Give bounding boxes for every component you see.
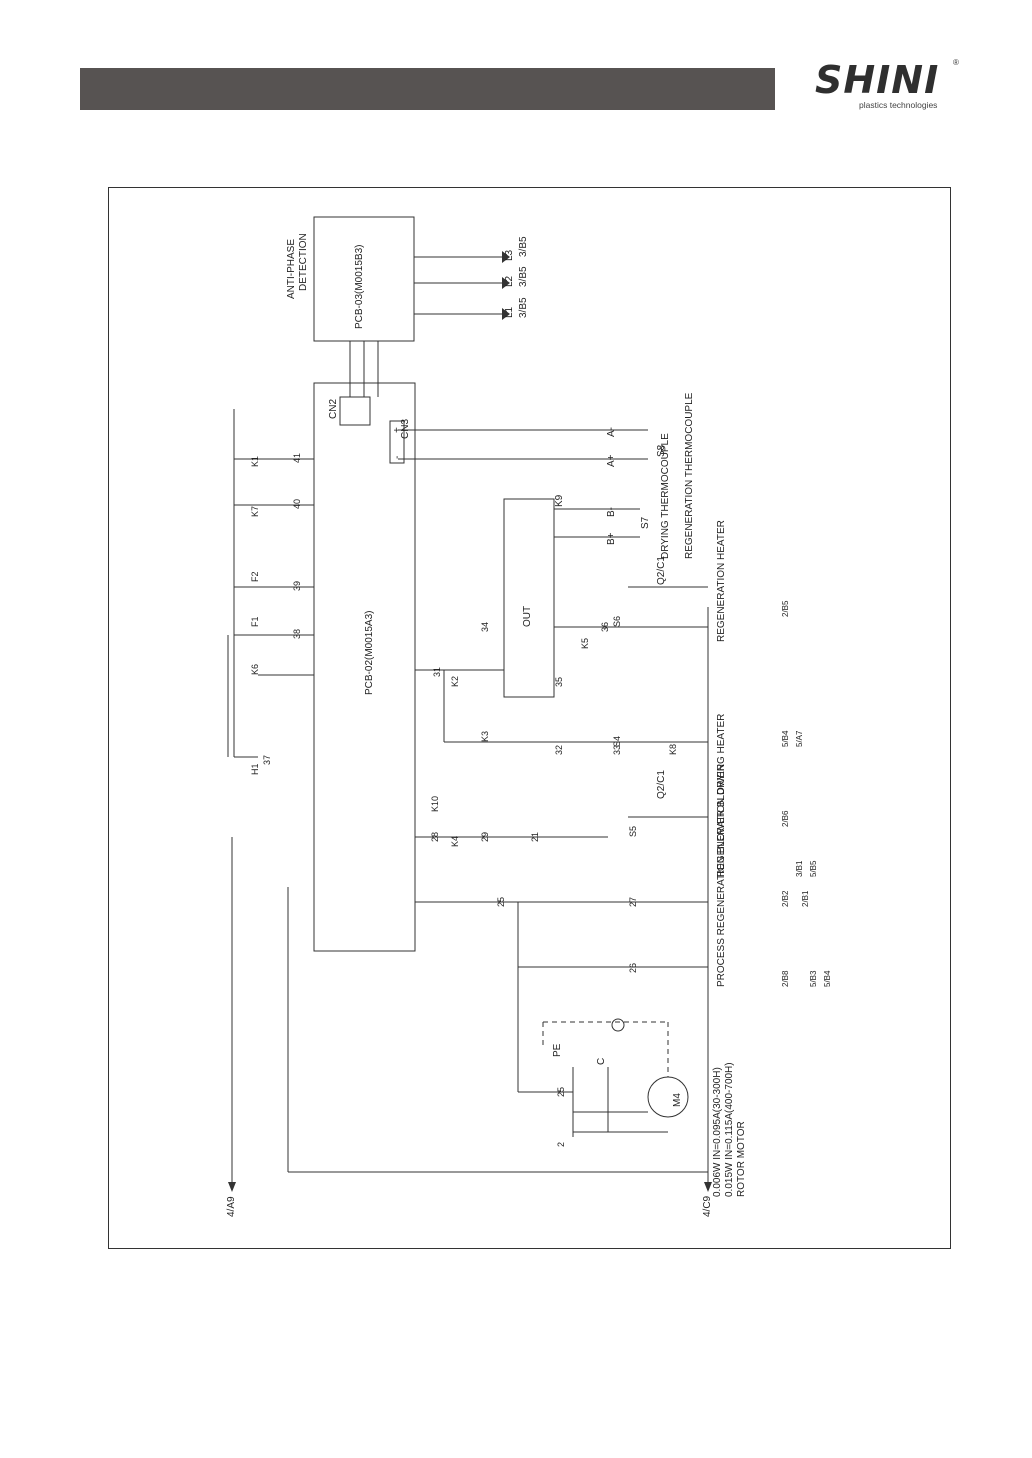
wire-40: 40 — [292, 499, 302, 509]
wire-27: 27 — [628, 897, 638, 907]
wire-34: 34 — [480, 622, 490, 632]
wire-36: 36 — [600, 622, 610, 632]
wire-26: 26 — [628, 963, 638, 973]
comp-k6: K6 — [250, 664, 260, 675]
comp-s4: S4 — [612, 736, 622, 747]
wire-25b: 25 — [556, 1087, 566, 1097]
comp-f1: F1 — [250, 616, 260, 627]
comp-h1: H1 — [250, 763, 260, 775]
comp-k5: K5 — [580, 638, 590, 649]
process-blower-label: PROCESS REGENERATION BLOWER BLOWER — [716, 764, 727, 987]
wire-35: 35 — [554, 677, 564, 687]
cn2-connector — [339, 396, 371, 426]
registered-mark: ® — [953, 58, 959, 67]
motor-spec-2: 0.015W IN=0.115A(400-700H) — [724, 1062, 735, 1197]
k9-label: K9 — [554, 494, 565, 507]
wire-33: 33 — [612, 745, 622, 755]
drying-thermocouple-label: DRYING THERMOCOUPLE — [660, 433, 671, 559]
wire-31: 31 — [432, 667, 442, 677]
contact-ref-1: 2/B8 — [781, 970, 790, 987]
tc-b-minus: B- — [606, 507, 617, 517]
comp-k3: K3 — [480, 731, 490, 742]
motor-spec-3: ROTOR MOTOR — [736, 1121, 747, 1197]
contact-ref-6: 5/B4 — [781, 730, 790, 747]
offpage-left: 4/A9 — [226, 1196, 237, 1217]
cn2-label: CN2 — [328, 399, 339, 419]
regeneration-heater-label: REGENERATION HEATER — [716, 520, 727, 642]
phase-l1: L1 — [504, 306, 515, 318]
s7-label: S7 — [640, 516, 651, 529]
contact-ref-3: 2/B1 — [801, 890, 810, 907]
contact-ref-8: 3/B1 — [795, 860, 804, 877]
phase-l3: L3 — [504, 249, 515, 261]
phase-l2: L2 — [504, 275, 515, 287]
regeneration-thermocouple-label: REGENERATION THERMOCOUPLE — [684, 392, 695, 559]
motor-spec-1: 0.006W IN=0.095A(30-300H) — [712, 1067, 723, 1197]
comp-k1: K1 — [250, 456, 260, 467]
wire-29: 29 — [480, 832, 490, 842]
pcb02-label: PCB-02(M0015A3) — [364, 611, 375, 695]
wiring-schematic: ANTI-PHASE DETECTION PCB-03(M0015B3) PCB… — [226, 216, 832, 1217]
wire-25: 25 — [496, 897, 506, 907]
offpage-right: 4/C9 — [702, 1195, 713, 1217]
wire-39: 39 — [292, 581, 302, 591]
regeneration-drying-heater-label: REGENERATION DRYING HEATER — [716, 714, 727, 877]
q2c1-label-b: Q2/C1 — [656, 770, 667, 799]
q2c1-label-a: Q2/C1 — [656, 556, 667, 585]
tc-a-minus: A- — [606, 427, 617, 437]
wire-41: 41 — [292, 453, 302, 463]
logo-tagline: plastics technologies — [859, 100, 938, 110]
wire-28: 28 — [430, 832, 440, 842]
contact-ref-2: 2/B2 — [781, 890, 790, 907]
wire-38: 38 — [292, 629, 302, 639]
contact-ref-9: 5/B5 — [809, 860, 818, 877]
capacitor-label: C — [596, 1058, 607, 1065]
header-bar — [80, 68, 775, 110]
anti-phase-title-2: DETECTION — [298, 233, 309, 291]
cn3-minus: - — [392, 456, 403, 459]
cn3-connector — [389, 420, 405, 464]
contact-ref-11: 5/B4 — [823, 970, 832, 987]
wire-21: 21 — [530, 832, 540, 842]
wire-2: 2 — [556, 1142, 566, 1147]
comp-f2: F2 — [250, 571, 260, 582]
pe-label: PE — [552, 1043, 563, 1057]
schematic-frame — [108, 187, 951, 1249]
ground-symbol — [611, 1018, 625, 1032]
contact-ref-5: 2/B5 — [781, 600, 790, 617]
comp-k4: K4 — [450, 836, 460, 847]
phase-ref-1: 3/B5 — [518, 297, 529, 318]
cn3-plus: + — [392, 427, 403, 433]
comp-k2: K2 — [450, 676, 460, 687]
contact-ref-4: 2/B6 — [781, 810, 790, 827]
comp-s5: S5 — [628, 826, 638, 837]
wire-32: 32 — [554, 745, 564, 755]
contact-ref-10: 5/B3 — [809, 970, 818, 987]
shini-logo: SHINI ® plastics technologies — [815, 58, 965, 118]
comp-k7: K7 — [250, 506, 260, 517]
phase-ref-2: 3/B5 — [518, 266, 529, 287]
m4-label: M4 — [672, 1093, 683, 1107]
comp-s6: S6 — [612, 616, 622, 627]
tc-b-plus: B+ — [606, 532, 617, 545]
pcb03-label: PCB-03(M0015B3) — [354, 245, 365, 329]
anti-phase-title-1: ANTI-PHASE — [286, 239, 297, 299]
tc-a-plus: A+ — [606, 454, 617, 467]
phase-ref-3: 3/B5 — [518, 236, 529, 257]
k9-controller — [503, 498, 555, 698]
contact-ref-7: 5/A7 — [795, 730, 804, 747]
comp-k8: K8 — [668, 744, 678, 755]
logo-wordmark: SHINI — [815, 58, 940, 102]
wire-37: 37 — [262, 755, 272, 765]
out-label: OUT — [522, 606, 533, 627]
cn3-label: CN3 — [400, 419, 411, 439]
s8-label: S8 — [656, 444, 667, 457]
comp-k10: K10 — [430, 796, 440, 812]
